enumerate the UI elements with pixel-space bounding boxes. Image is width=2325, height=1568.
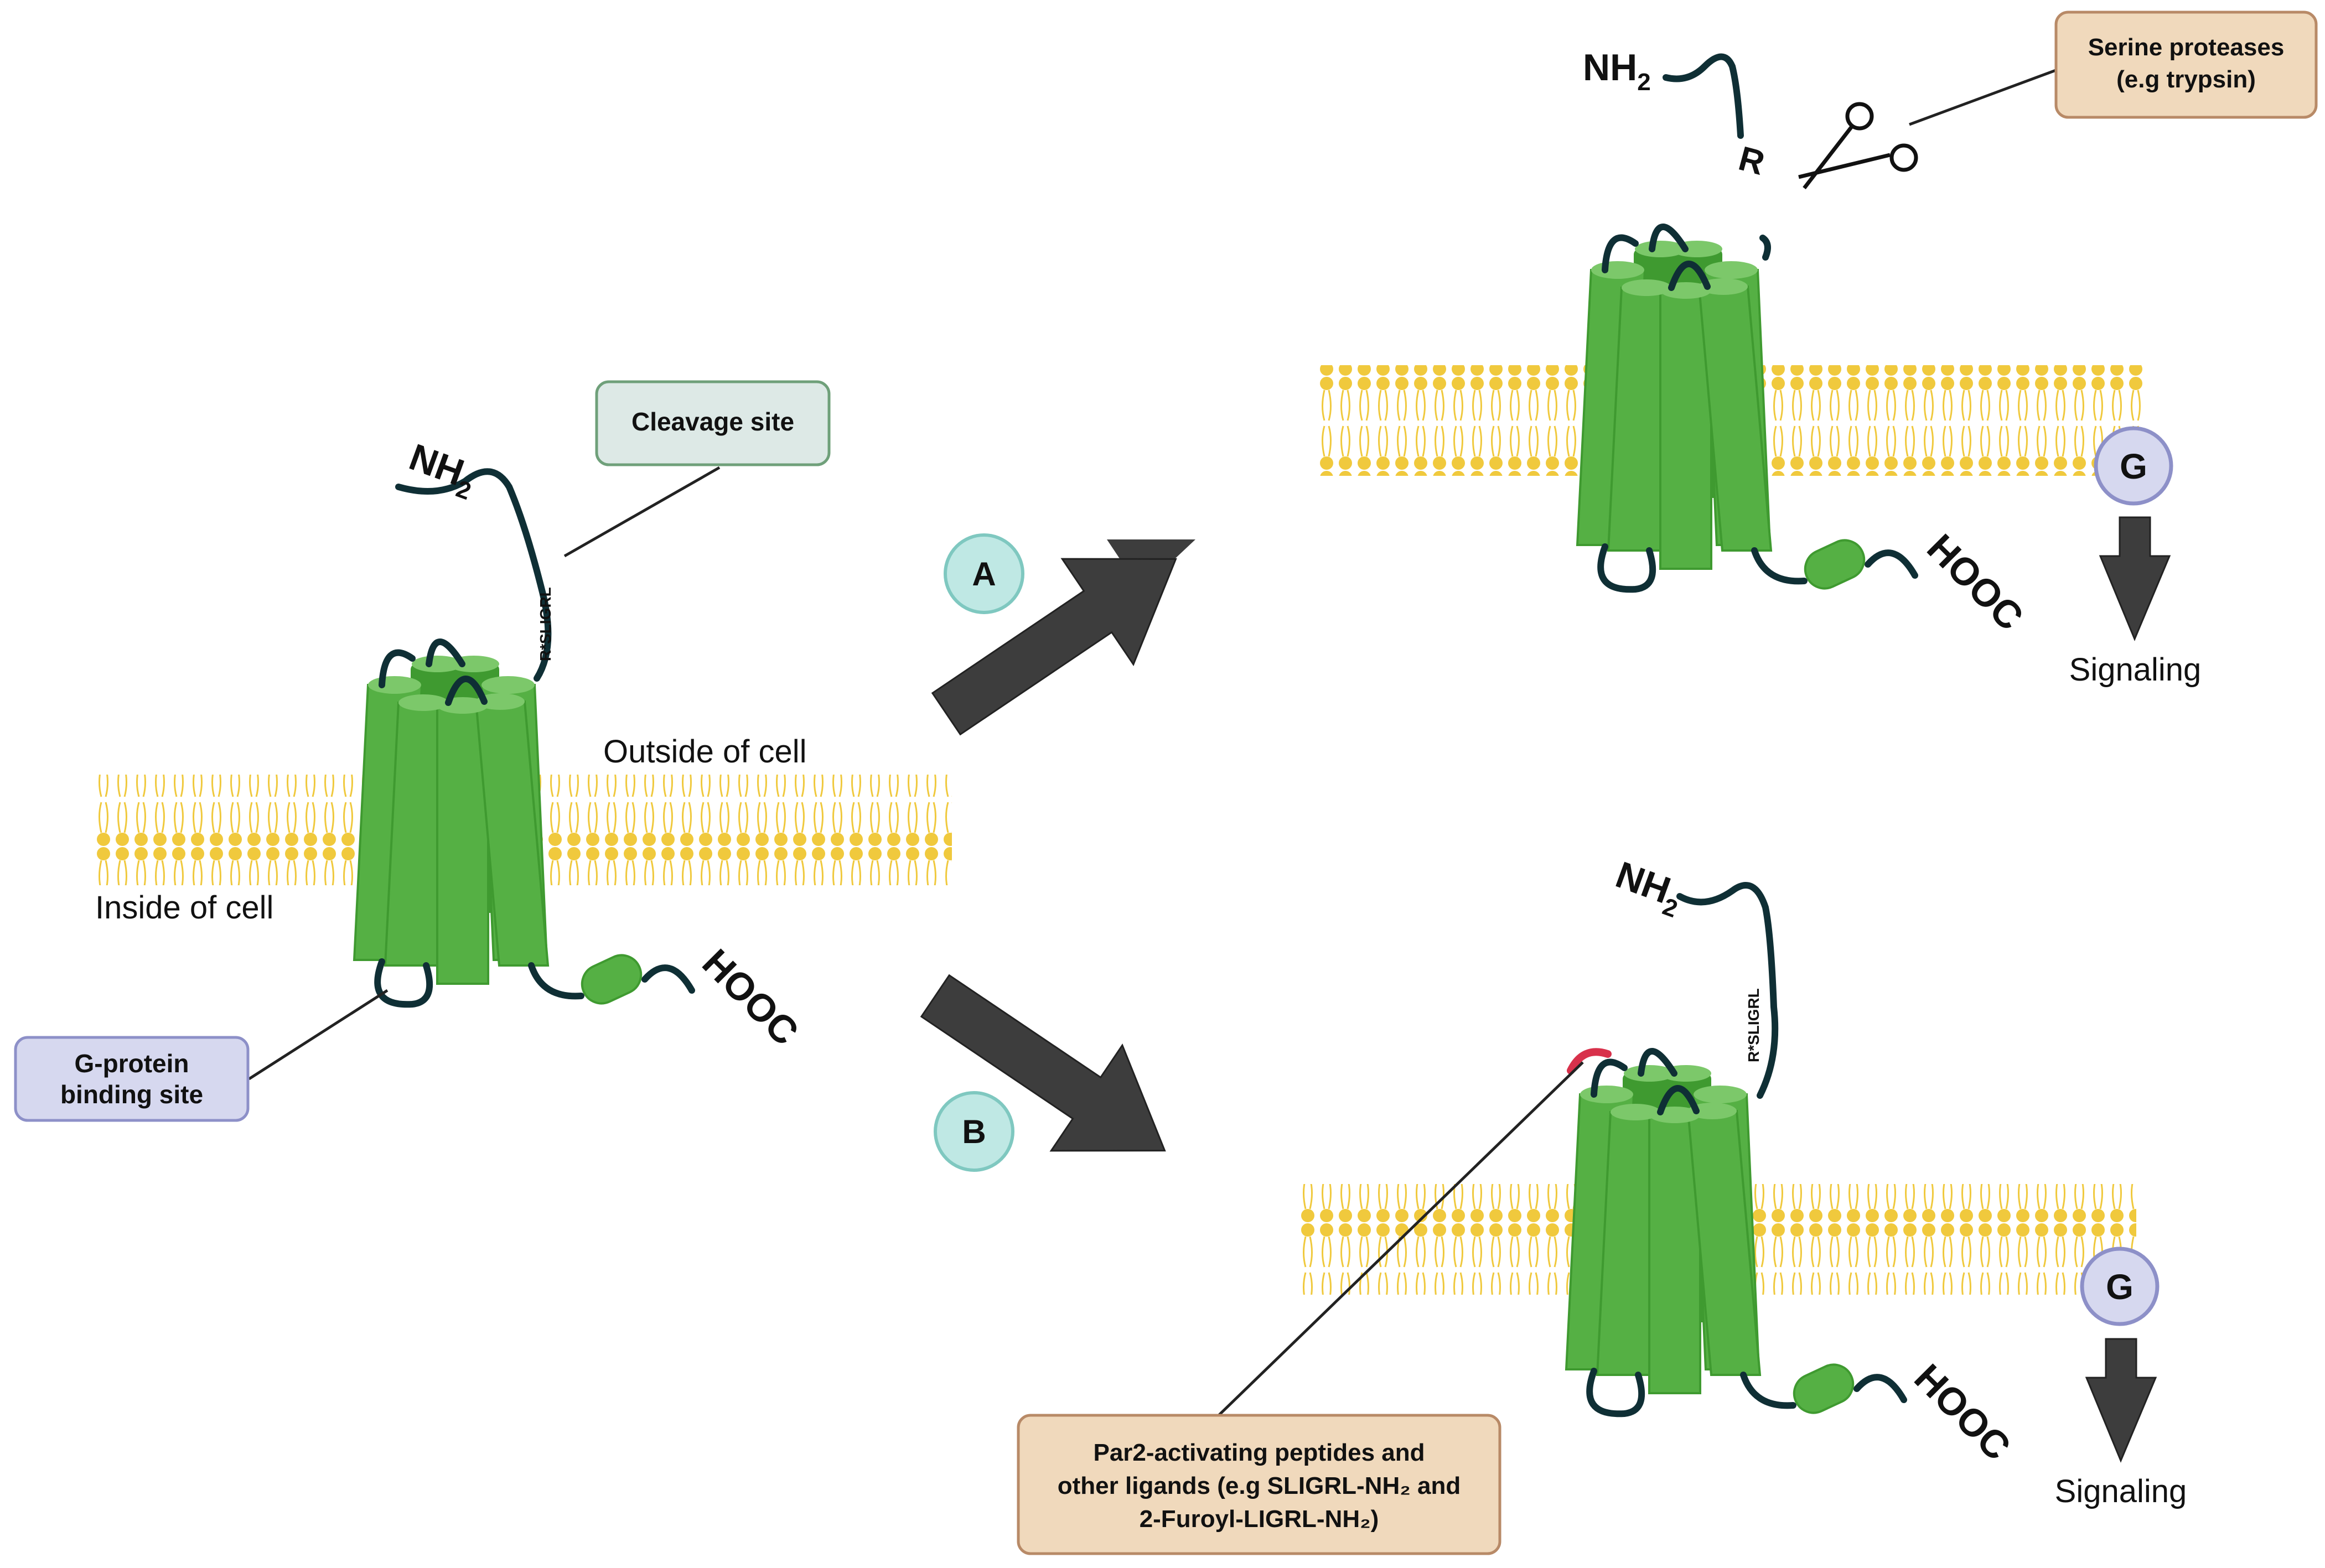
svg-text:A: A [972, 555, 996, 593]
cleavage-leader-line [563, 466, 721, 558]
top-signaling-label: Signaling [2069, 652, 2202, 688]
arrow-pathway-a [941, 539, 1195, 689]
gprotein-binding-label-1: G-protein [75, 1049, 189, 1078]
bottom-signaling-label: Signaling [2055, 1473, 2187, 1509]
inside-cell-label: Inside of cell [95, 890, 273, 926]
svg-text:B: B [962, 1113, 986, 1150]
serine-leader-line [1909, 68, 2059, 126]
top-hooc-label: HOOC [1919, 526, 2032, 638]
gprotein-binding-box [14, 1036, 250, 1122]
ligand-marker [1567, 1048, 1612, 1074]
badge-a: A [944, 533, 1024, 614]
left-cleavage-sequence: R*SLIGRL [537, 587, 554, 661]
cleaved-n-terminus [1663, 53, 1744, 139]
badge-b: B [934, 1091, 1014, 1172]
gprotein-binding-label-2: binding site [60, 1080, 203, 1109]
serine-proteases-label-1: Serine proteases [2088, 34, 2285, 61]
serine-proteases-label-2: (e.g trypsin) [2116, 66, 2256, 93]
top-g-protein: G [2094, 426, 2173, 506]
scissors-icon [1798, 102, 1918, 190]
par2-leader-line [1216, 1061, 1584, 1418]
cleavage-site-label: Cleavage site [631, 407, 794, 436]
bottom-cleavage-sequence: R*SLIGRL [1745, 988, 1762, 1062]
bottom-signaling-arrow [2085, 1338, 2157, 1463]
serine-proteases-box [2054, 11, 2318, 119]
arrow-a [931, 558, 1177, 736]
par2-ligands-label-2: other ligands (e.g SLIGRL-NH₂ and [1058, 1472, 1461, 1499]
svg-text:G: G [2106, 1267, 2134, 1307]
bottom-g-protein: G [2080, 1247, 2160, 1326]
bottom-nh2-label: NH2 [1608, 854, 1689, 923]
arrow-b [920, 974, 1166, 1152]
par2-ligands-box [1017, 1414, 1501, 1555]
par2-ligands-label-1: Par2-activating peptides and [1093, 1439, 1425, 1466]
top-signaling-arrow [2099, 516, 2171, 641]
svg-text:G: G [2120, 446, 2147, 486]
bottom-hooc-label: HOOC [1906, 1356, 2019, 1468]
par2-ligands-label-3: 2-Furoyl-LIGRL-NH₂) [1140, 1505, 1379, 1533]
bottom-receptor [1566, 882, 1904, 1419]
outside-cell-label: Outside of cell [603, 734, 807, 770]
left-nh2-label: NH2 [401, 436, 482, 506]
left-receptor [354, 468, 692, 1010]
left-hooc-label: HOOC [694, 941, 807, 1053]
cleavage-site-box [595, 380, 831, 466]
top-receptor [1577, 227, 1915, 595]
top-nh2-label: NH2 [1583, 46, 1651, 96]
r-residue-label: R [1734, 139, 1768, 183]
gprotein-leader-line [248, 989, 389, 1081]
